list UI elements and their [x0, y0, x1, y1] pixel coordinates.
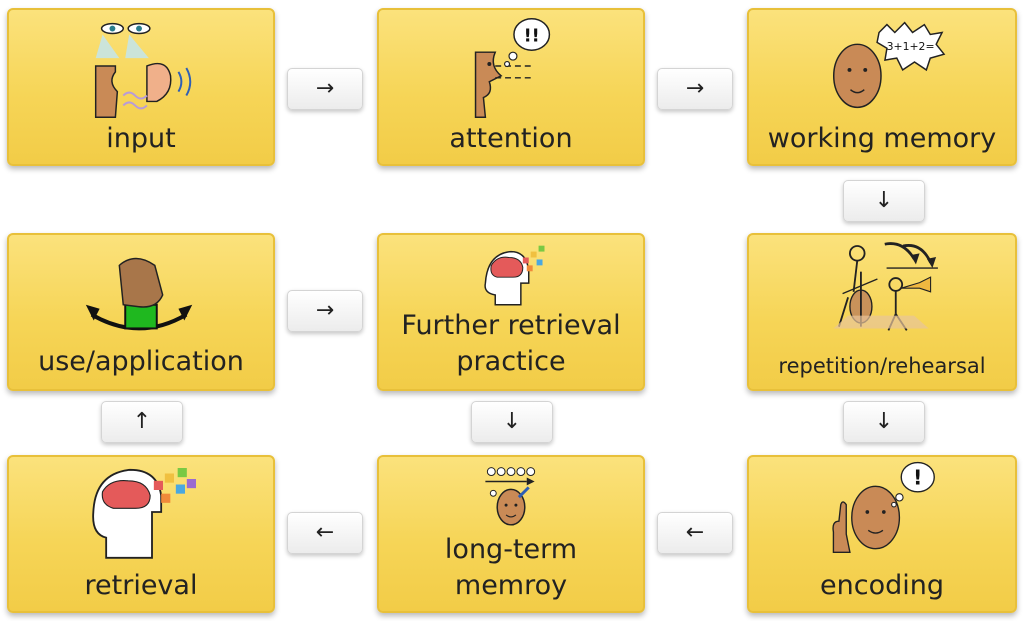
- step-use-application: use/application: [7, 233, 275, 391]
- arrow-right-3: →: [287, 290, 363, 332]
- eyes-nose-ear-icon: [94, 22, 192, 118]
- arrow-down-3: ↓: [843, 401, 925, 443]
- label-long-term-line2: memroy: [454, 570, 568, 601]
- arrow-left-2: ←: [657, 512, 733, 554]
- brain-head-small-icon: [484, 245, 545, 306]
- label-input: input: [106, 123, 176, 154]
- encoding-thought-text: !: [913, 466, 922, 490]
- label-attention: attention: [449, 123, 573, 154]
- arrow-down-2: ↓: [471, 401, 553, 443]
- label-use-application: use/application: [38, 346, 244, 377]
- thinking-face-icon: 3+1+2=: [832, 21, 946, 109]
- arrow-right-1: →: [287, 68, 363, 110]
- memory-store-icon: [485, 467, 536, 526]
- step-retrieval: retrieval: [7, 455, 275, 613]
- arrow-up-1: ↑: [101, 401, 183, 443]
- step-attention: !! attention: [377, 8, 645, 166]
- arrow-down-1: ↓: [843, 180, 925, 222]
- attention-face-icon: !!: [474, 17, 551, 118]
- arrow-right-2: →: [657, 68, 733, 110]
- label-long-term-line1: long-term: [444, 534, 578, 565]
- label-further-line1: Further retrieval: [401, 310, 621, 341]
- step-working-memory: 3+1+2= working memory: [747, 8, 1017, 166]
- label-retrieval: retrieval: [84, 570, 198, 601]
- step-encoding: ! encoding: [747, 455, 1017, 613]
- step-long-term-memory: long-term memroy: [377, 455, 645, 613]
- arrow-left-1: ←: [287, 512, 363, 554]
- label-further-line2: practice: [456, 346, 566, 377]
- step-repetition-rehearsal: repetition/rehearsal: [747, 233, 1017, 391]
- step-further-retrieval: Further retrieval practice: [377, 233, 645, 391]
- working-memory-thought-text: 3+1+2=: [887, 40, 935, 53]
- idea-face-icon: !: [832, 461, 935, 554]
- step-input: input: [7, 8, 275, 166]
- label-encoding: encoding: [820, 570, 944, 601]
- attention-thought-text: !!: [524, 26, 540, 46]
- brain-head-icon: [92, 468, 196, 559]
- label-repetition-rehearsal: repetition/rehearsal: [778, 354, 986, 378]
- label-working-memory: working memory: [767, 123, 997, 154]
- musicians-rehearsal-icon: [833, 242, 938, 331]
- hand-block-icon: [85, 257, 193, 331]
